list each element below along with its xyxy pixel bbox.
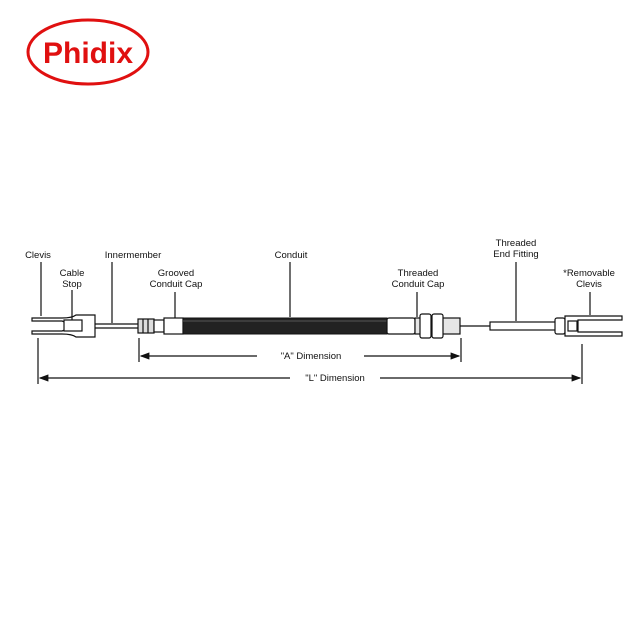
label-innermember: Innermember [105,250,162,261]
label-end-fitting-1: Threaded [496,238,537,249]
label-conduit: Conduit [275,250,308,261]
l-dimension: "L" Dimension [37,338,583,384]
grooved-conduit-cap [137,317,184,335]
label-end-fitting-2: End Fitting [493,249,538,260]
l-dimension-label: "L" Dimension [305,373,365,384]
label-grooved-1: Grooved [158,268,194,279]
label-removable-clevis-2: Clevis [576,279,602,290]
label-clevis: Clevis [25,250,51,261]
label-threaded-cap-2: Conduit Cap [392,279,445,290]
removable-clevis [554,315,623,337]
threaded-conduit-cap [386,313,461,339]
conduit [182,317,388,335]
label-grooved-2: Conduit Cap [150,279,203,290]
label-removable-clevis-1: *Removable [563,268,615,279]
cable-stop [63,319,83,332]
left-clevis [31,314,96,338]
label-cable-stop-1: Cable [60,268,85,279]
label-threaded-cap-1: Threaded [398,268,439,279]
a-dimension-label: "A" Dimension [281,351,342,362]
logo-text: Phidix [43,37,133,70]
phidix-logo: Phidix [26,18,150,86]
a-dimension: "A" Dimension [138,338,462,362]
threaded-end-fitting [489,321,557,331]
label-cable-stop-2: Stop [62,279,82,290]
